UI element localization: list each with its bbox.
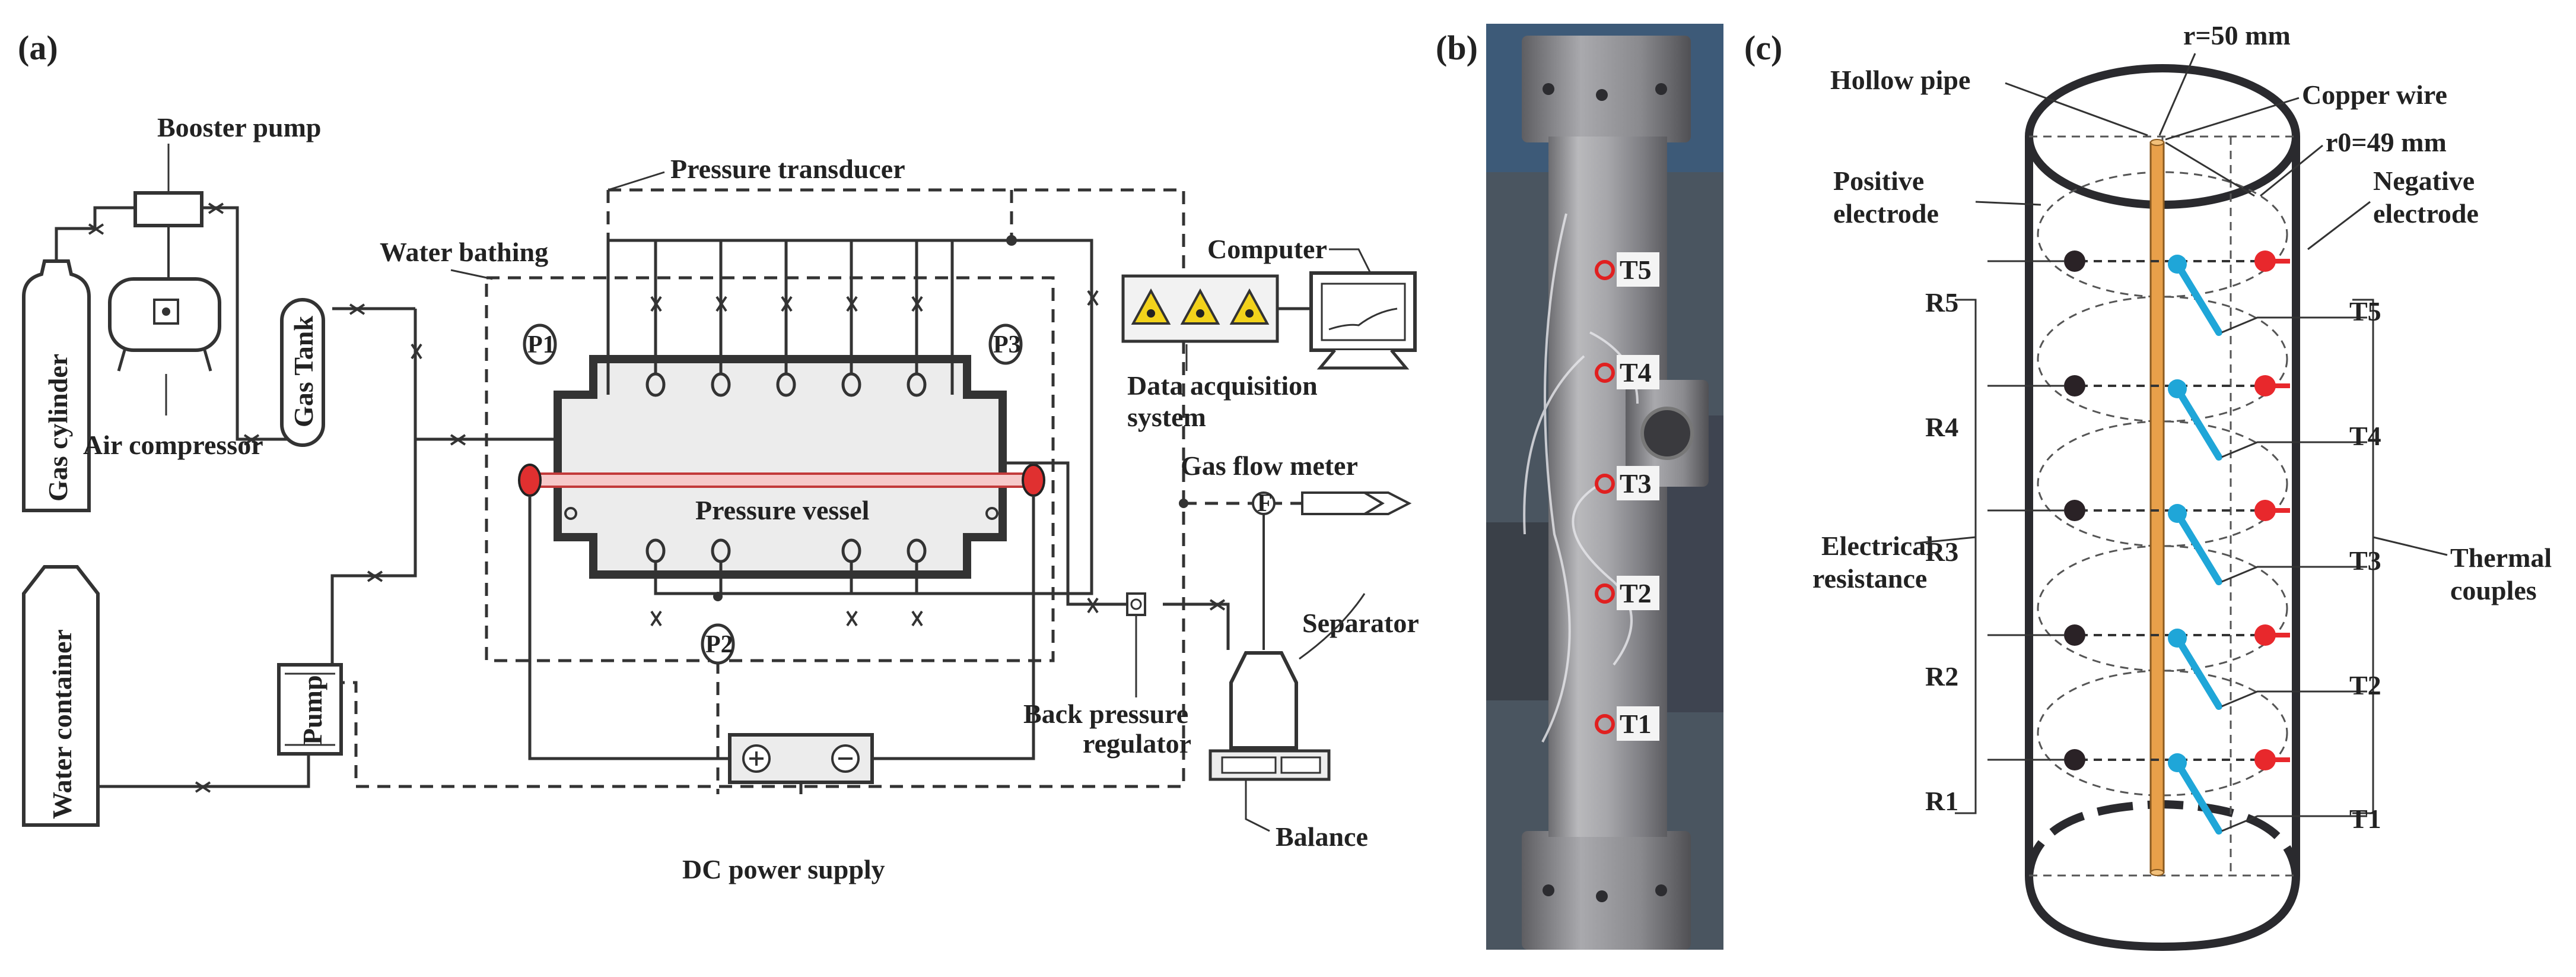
- electrode-rows: [2064, 250, 2290, 835]
- pump: Pump: [277, 663, 343, 756]
- negative-electrode-1: [2254, 749, 2276, 770]
- back-pressure-regulator: Back pressure regulator: [1023, 592, 1191, 759]
- photo-top-flange: [1522, 36, 1691, 142]
- panel-b: (b) T5 T4: [1436, 24, 1723, 950]
- row-5: [2064, 250, 2290, 336]
- positive-electrode-4: [2064, 375, 2085, 396]
- balance: Balance: [1209, 749, 1368, 852]
- row-4: [2064, 375, 2290, 461]
- gauge-p2-label: P2: [705, 631, 733, 658]
- copper-wire: [2149, 141, 2165, 874]
- resistance-label: resistance: [1812, 563, 1927, 594]
- t-label-2: T2: [2349, 670, 2381, 700]
- gas-cylinder-label: Gas cylinder: [43, 354, 73, 502]
- negative-electrode-3: [2254, 500, 2276, 521]
- photo-tags: T5 T4 T3 T2 T1: [1595, 252, 1659, 741]
- positive-label: Positive: [1833, 166, 1924, 196]
- copper-wire-label: Copper wire: [2302, 80, 2447, 110]
- positive-electrode-3: [2064, 500, 2085, 521]
- balance-label: Balance: [1276, 821, 1368, 852]
- thermal-label: Thermal: [2450, 543, 2552, 573]
- water-container-label: Water container: [47, 629, 77, 819]
- dc-power-supply: DC power supply: [682, 733, 885, 884]
- panel-c-letter: (c): [1744, 28, 1782, 67]
- r49-label: r0=49 mm: [2326, 127, 2447, 157]
- thermocouple-probe-2: [2168, 629, 2187, 648]
- data-acquisition-label: Data acquisition: [1127, 370, 1318, 401]
- positive-electrode-5: [2064, 250, 2085, 272]
- pressure-vessel-label: Pressure vessel: [695, 495, 869, 525]
- panel-a-letter: (a): [18, 28, 58, 67]
- photo-tag-t1: T1: [1620, 709, 1652, 739]
- signal-lines: [332, 188, 1302, 794]
- negative-electrode-2: [2254, 624, 2276, 646]
- gauge-p1-label: P1: [527, 331, 555, 359]
- t-label-3: T3: [2349, 545, 2381, 576]
- data-acquisition-system-label: system: [1127, 402, 1206, 432]
- regulator-label: regulator: [1083, 728, 1191, 759]
- r50-label: r=50 mm: [2183, 20, 2291, 50]
- valves: [88, 202, 1226, 793]
- booster-pump-label: Booster pump: [157, 112, 321, 142]
- thermocouple-probe-4: [2168, 379, 2187, 398]
- panel-a: (a) Pressure vessel: [18, 28, 1419, 884]
- gas-tank-label: Gas Tank: [288, 316, 319, 427]
- photo-tag-t2: T2: [1620, 578, 1652, 608]
- separator-label: Separator: [1302, 608, 1419, 638]
- air-compressor: Air compressor: [83, 277, 263, 460]
- separator: Separator: [1229, 593, 1419, 750]
- photo-tag-t3: T3: [1620, 468, 1652, 499]
- hollow-pipe-label: Hollow pipe: [1830, 65, 1970, 95]
- couples-label: couples: [2450, 575, 2537, 605]
- water-container: Water container: [22, 565, 100, 827]
- gas-flow-meter-f: F: [1257, 490, 1273, 517]
- photo-tag-t4: T4: [1620, 357, 1652, 388]
- booster-pump: Booster pump: [133, 112, 321, 279]
- gauge-p3-label: P3: [993, 331, 1021, 359]
- t-label-5: T5: [2349, 296, 2381, 326]
- r-label-5: R5: [1925, 287, 1958, 318]
- thermocouple-probe-3: [2168, 504, 2187, 523]
- row-3: [2064, 500, 2290, 585]
- panel-c: (c): [1744, 20, 2552, 951]
- thermocouple-probe-5: [2168, 255, 2187, 274]
- back-pressure-label: Back pressure: [1023, 699, 1188, 729]
- air-compressor-label: Air compressor: [83, 430, 263, 460]
- gas-tank: Gas Tank: [280, 298, 325, 447]
- photo-tag-t5: T5: [1620, 255, 1652, 285]
- electrical-label: Electrical: [1821, 531, 1933, 561]
- row-2: [2064, 624, 2290, 710]
- photo-bottom-flange: [1522, 831, 1691, 950]
- gas-flow-meter: F Gas flow meter: [1181, 451, 1412, 650]
- water-bathing-label: Water bathing: [380, 237, 548, 267]
- positive-electrode-2: [2064, 624, 2085, 646]
- row-1: [2064, 749, 2290, 835]
- gas-flow-meter-label: Gas flow meter: [1181, 451, 1358, 481]
- t-label-1: T1: [2349, 804, 2381, 834]
- negative-electrode-5: [2254, 250, 2276, 272]
- pump-label: Pump: [297, 675, 327, 745]
- negative-electrode-label: electrode: [2373, 198, 2479, 229]
- panel-b-letter: (b): [1436, 28, 1478, 67]
- r-label-1: R1: [1925, 786, 1958, 816]
- thermocouple-probe-1: [2168, 753, 2187, 772]
- positive-electrode-1: [2064, 749, 2085, 770]
- gas-cylinder: Gas cylinder: [22, 259, 91, 512]
- computer-label: Computer: [1207, 234, 1327, 264]
- r-label-4: R4: [1925, 412, 1958, 442]
- pressure-gauges: P1 P3 P2: [523, 323, 1023, 665]
- computer: Computer: [1207, 234, 1417, 370]
- negative-electrode-4: [2254, 375, 2276, 396]
- pressure-vessel: Pressure vessel: [518, 355, 1045, 579]
- dc-power-supply-label: DC power supply: [682, 854, 885, 884]
- data-acquisition: Data acquisition system: [1121, 274, 1318, 432]
- r-label-2: R2: [1925, 661, 1958, 691]
- pressure-transducer-label: Pressure transducer: [670, 154, 905, 184]
- negative-label: Negative: [2373, 166, 2475, 196]
- t-label-4: T4: [2349, 421, 2381, 451]
- positive-electrode-label: electrode: [1833, 198, 1939, 229]
